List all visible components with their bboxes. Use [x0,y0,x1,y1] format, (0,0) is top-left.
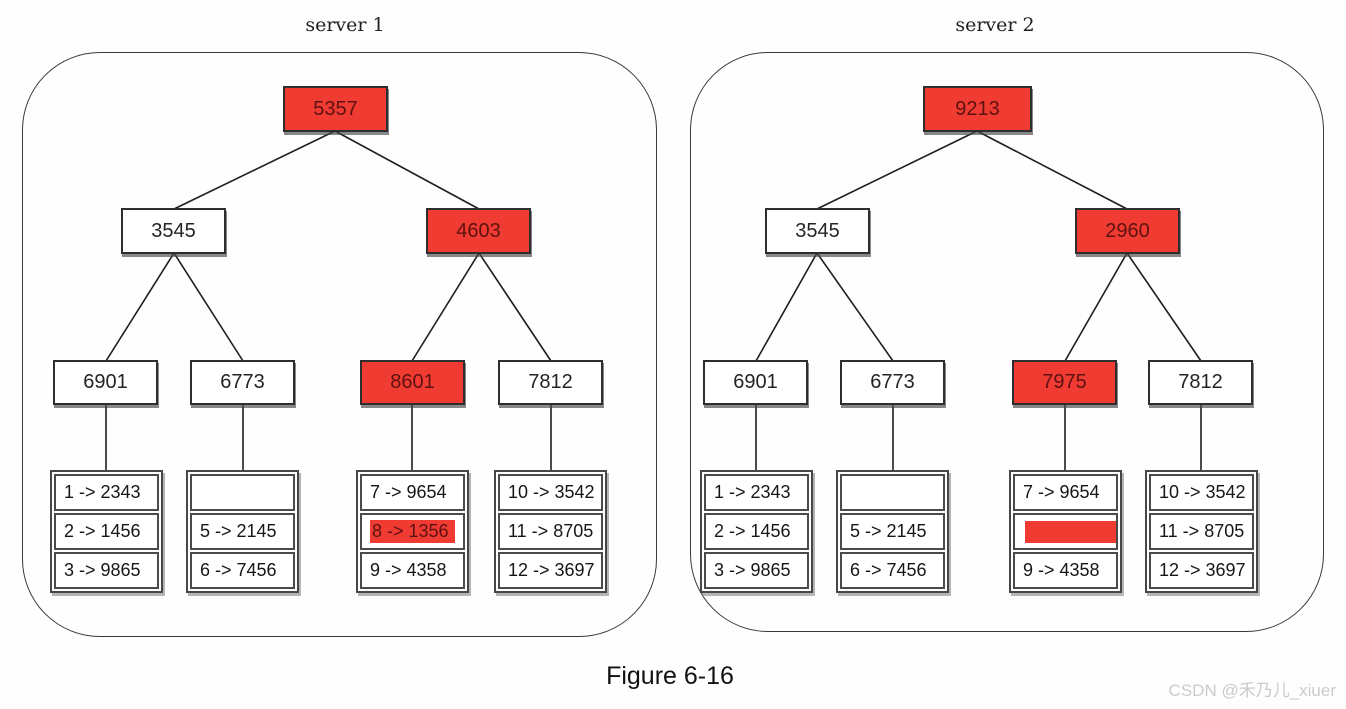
kv-cell: 5 -> 2145 [840,513,945,550]
kv-cell-empty [190,474,295,511]
kv-cell: 6 -> 7456 [190,552,295,589]
server1-level3-node-3: 8601 [360,360,465,405]
kv-cell: 7 -> 9654 [1013,474,1118,511]
kv-cell: 2 -> 1456 [54,513,159,550]
server2-bucket-table-2: 5 -> 2145 6 -> 7456 [836,470,949,593]
kv-cell: 11 -> 8705 [1149,513,1254,550]
server2-level3-node-1: 6901 [703,360,808,405]
server1-bucket-table-2: 5 -> 2145 6 -> 7456 [186,470,299,593]
server1-level3-node-2: 6773 [190,360,295,405]
server1-container [22,52,657,637]
server2-level2-node-right: 2960 [1075,208,1180,254]
server1-bucket-table-4: 10 -> 3542 11 -> 8705 12 -> 3697 [494,470,607,593]
server1-level2-node-left: 3545 [121,208,226,254]
missing-entry-red-bar [1025,520,1116,543]
server2-level2-node-left: 3545 [765,208,870,254]
kv-cell: 3 -> 9865 [54,552,159,589]
kv-cell: 11 -> 8705 [498,513,603,550]
server1-bucket-table-3: 7 -> 9654 8 -> 1356 9 -> 4358 [356,470,469,593]
kv-cell: 6 -> 7456 [840,552,945,589]
server1-level3-node-1: 6901 [53,360,158,405]
server1-root-node: 5357 [283,86,388,132]
server2-bucket-table-3: 7 -> 9654 9 -> 4358 [1009,470,1122,593]
server1-level2-node-right: 4603 [426,208,531,254]
kv-cell-empty [840,474,945,511]
server2-level3-node-4: 7812 [1148,360,1253,405]
server2-container [690,52,1324,632]
server2-bucket-table-4: 10 -> 3542 11 -> 8705 12 -> 3697 [1145,470,1258,593]
kv-cell: 9 -> 4358 [1013,552,1118,589]
kv-cell: 1 -> 2343 [54,474,159,511]
kv-cell: 5 -> 2145 [190,513,295,550]
server2-title: server 2 [955,14,1035,36]
server1-title: server 1 [305,14,385,36]
server2-level3-node-2: 6773 [840,360,945,405]
server2-bucket-table-1: 1 -> 2343 2 -> 1456 3 -> 9865 [700,470,813,593]
kv-cell: 10 -> 3542 [1149,474,1254,511]
server2-level3-node-3: 7975 [1012,360,1117,405]
kv-cell: 1 -> 2343 [704,474,809,511]
kv-cell: 9 -> 4358 [360,552,465,589]
kv-cell: 7 -> 9654 [360,474,465,511]
figure-caption: Figure 6-16 [606,662,734,690]
server2-root-node: 9213 [923,86,1032,132]
kv-cell: 3 -> 9865 [704,552,809,589]
kv-cell: 12 -> 3697 [1149,552,1254,589]
kv-cell: 2 -> 1456 [704,513,809,550]
kv-cell: 12 -> 3697 [498,552,603,589]
server1-bucket-table-1: 1 -> 2343 2 -> 1456 3 -> 9865 [50,470,163,593]
highlighted-kv-text: 8 -> 1356 [370,520,455,543]
kv-cell-highlighted: 8 -> 1356 [360,513,465,550]
server1-level3-node-4: 7812 [498,360,603,405]
kv-cell-highlighted [1013,513,1118,550]
kv-cell: 10 -> 3542 [498,474,603,511]
csdn-watermark: CSDN @禾乃儿_xiuer [1168,681,1336,700]
